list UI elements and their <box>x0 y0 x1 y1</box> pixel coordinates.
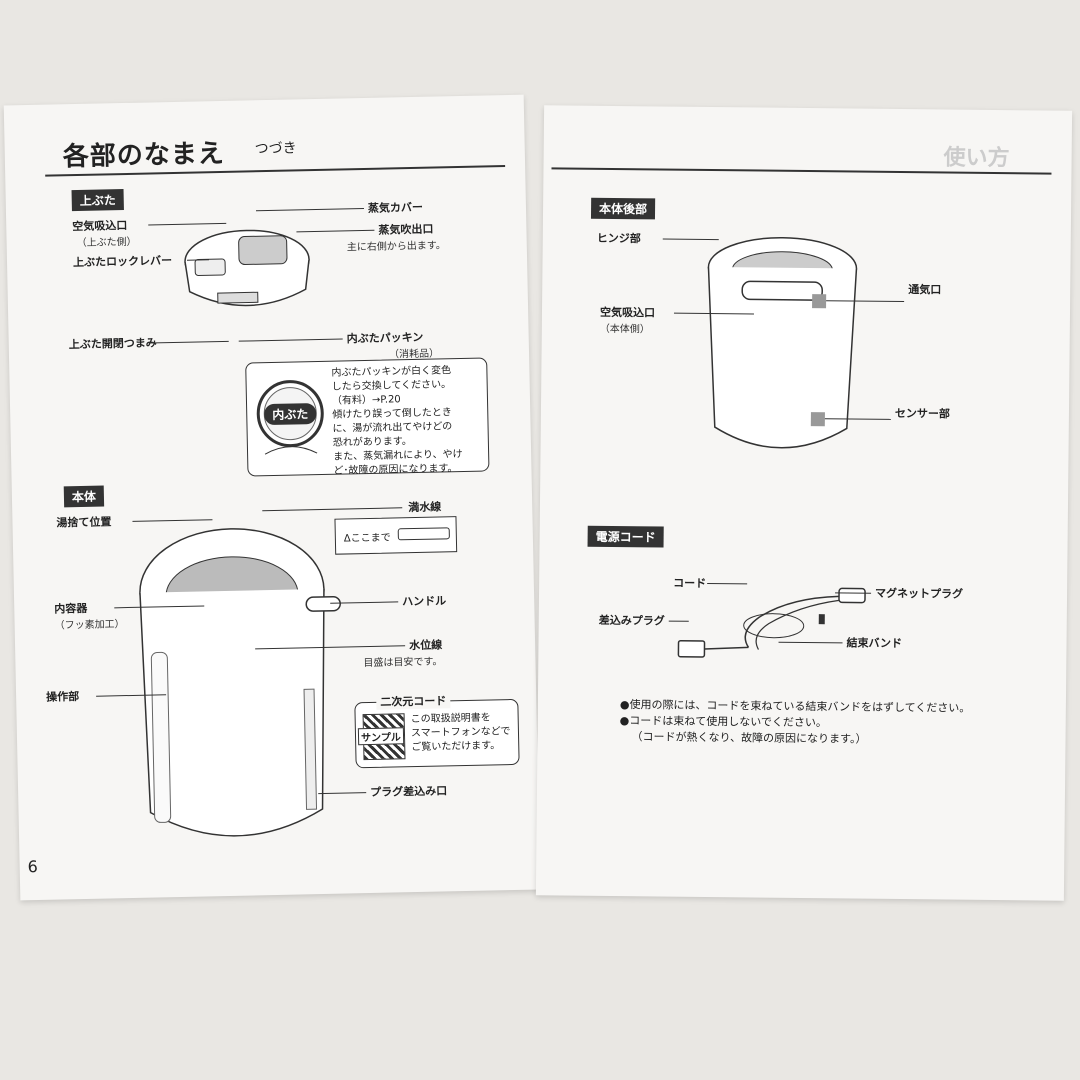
leader-plug <box>668 620 689 622</box>
cord-notes: ●使用の際には、コードを束ねている結束バンドをはずしてください。 ●コードは束ね… <box>619 698 971 746</box>
label-water-line: 水位線 <box>408 638 443 653</box>
leader-handle <box>330 601 399 604</box>
full-line-box: Δここまで <box>334 516 458 555</box>
label-hinge: ヒンジ部 <box>596 231 641 246</box>
label-full-line: 満水線 <box>408 500 442 515</box>
full-line-mark: Δここまで <box>343 532 391 545</box>
label-steam-outlet: 蒸気吹出口 <box>378 222 434 237</box>
page-number: 6 <box>27 856 39 877</box>
label-open-knob: 上ぶた開閉つまみ <box>68 336 157 352</box>
label-qr-title: 二次元コード <box>376 692 451 710</box>
header-ghost: 使い方 <box>943 145 1010 172</box>
sensor-icon <box>810 412 825 427</box>
section-tag-body: 本体 <box>63 485 105 508</box>
label-steam-outlet-note: 主に右側から出ます。 <box>346 240 446 254</box>
label-water-line-note: 目盛は目安です。 <box>363 656 443 670</box>
leader-steam-outlet <box>296 229 375 233</box>
label-magnet-plug: マグネットプラグ <box>874 586 964 601</box>
section-tag-lid: 上ぶた <box>71 189 124 212</box>
rear-body-illustration <box>707 237 858 449</box>
leader-plug-port <box>318 792 367 795</box>
leader-hinge <box>662 238 719 241</box>
full-line-slot <box>397 527 450 541</box>
label-air-intake: 空気吸込口 <box>72 218 128 234</box>
label-plug: 差込みプラグ <box>598 613 665 628</box>
section-tag-cord: 電源コード <box>587 525 664 548</box>
body-illustration <box>139 528 325 837</box>
cord-illustration <box>677 587 866 658</box>
label-gasket: 内ぶたパッキン <box>346 330 424 346</box>
left-page: 各部のなまえ つづき 上ぶた 空気吸込口 （上ぶた側） 上ぶたロックレバー 上ぶ… <box>3 94 541 901</box>
label-lock-lever: 上ぶたロックレバー <box>72 254 173 270</box>
label-plug-port: プラグ差込み口 <box>370 784 448 800</box>
leader-full-line <box>262 507 403 512</box>
handle-illustration <box>305 595 341 612</box>
qr-note: この取扱説明書を スマートフォンなどで ご覧いただけます。 <box>410 712 511 754</box>
label-inner-pot: 内容器 <box>54 601 88 616</box>
right-page: 使い方 本体後部 ヒンジ部 空気吸込口 （本体側） 通気口 センサー部 電源コー… <box>535 105 1073 901</box>
label-air-intake-sub: （上ぶた側） <box>76 236 137 250</box>
leader-open-knob <box>148 340 229 344</box>
leader-gasket <box>238 338 343 342</box>
lid-illustration <box>184 229 310 307</box>
label-sensor: センサー部 <box>894 406 951 421</box>
gasket-note: 内ぶたパッキンが白く変色 したら交換してください。 （有料）→P.20 傾けたり… <box>331 365 463 477</box>
label-drain: 湯捨て位置 <box>56 515 112 530</box>
label-inner-pot-sub: （フッ素加工） <box>54 619 125 632</box>
label-vent: 通気口 <box>908 283 942 297</box>
inner-lid-badge: 内ぶた <box>264 403 317 426</box>
label-controls: 操作部 <box>45 690 80 704</box>
section-tag-rear: 本体後部 <box>590 197 656 220</box>
page-title: 各部のなまえ <box>62 138 226 173</box>
label-handle: ハンドル <box>402 594 447 609</box>
qr-sample-label: サンプル <box>357 727 404 746</box>
label-rear-air-intake-sub: （本体側） <box>599 323 650 336</box>
vent-icon <box>812 294 827 309</box>
page-subtitle: つづき <box>254 140 297 158</box>
label-rear-air-intake: 空気吸込口 <box>599 305 656 320</box>
label-steam-cover: 蒸気カバー <box>367 200 424 215</box>
